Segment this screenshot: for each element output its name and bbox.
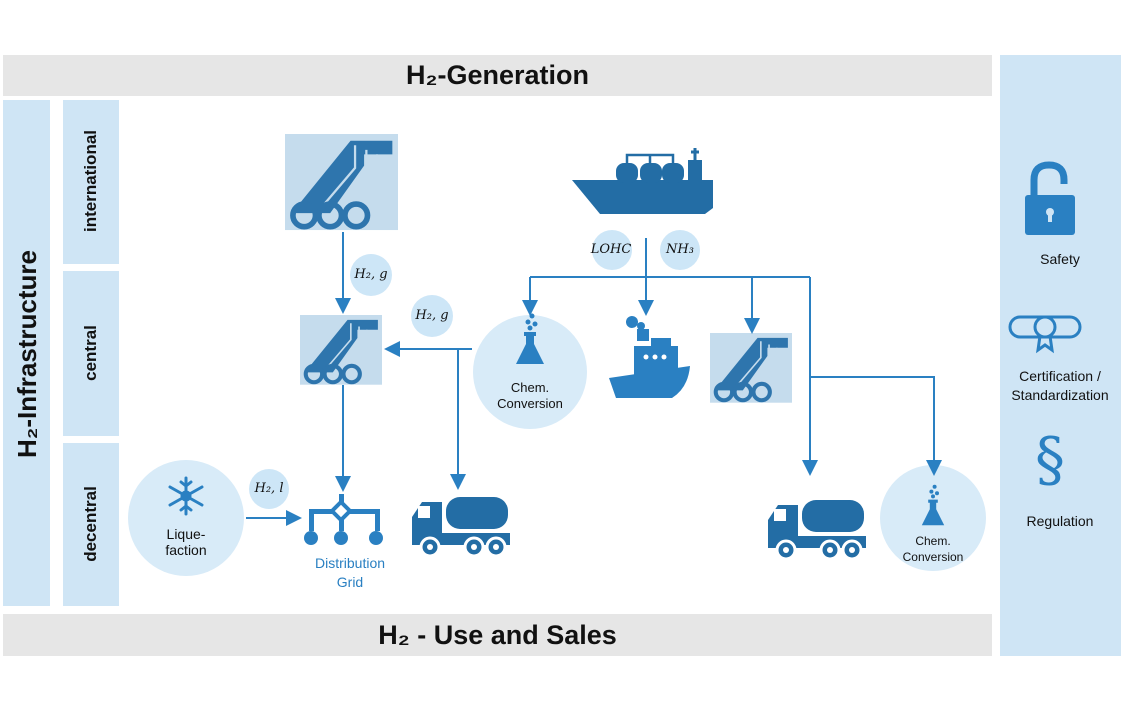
certificate-icon: [1008, 315, 1082, 354]
truck-icon-left: [410, 495, 512, 558]
bubble-h2g-2-label: H₂, g: [415, 308, 449, 323]
use-sales-footer: H₂ - Use and Sales: [3, 614, 992, 656]
flow-arrows: [246, 232, 942, 526]
bubble-nh3: [660, 230, 700, 270]
safety-label: Safety: [1040, 251, 1080, 267]
bubble-h2g-1: [350, 254, 392, 296]
bubble-lohc-label: LOHC: [590, 242, 632, 257]
row-central: [63, 271, 119, 436]
generation-header: H₂-Generation: [3, 55, 992, 96]
truck-icon-right: [766, 498, 868, 561]
certification-label: Certification / Standardization: [1011, 368, 1109, 403]
pipeline-icon-central-right: [710, 333, 792, 403]
section-sign-icon: §: [1035, 425, 1065, 495]
infrastructure-panel: [3, 100, 50, 606]
regulation-label: Regulation: [1026, 513, 1094, 529]
distribution-grid-icon: [304, 494, 383, 545]
pipeline-icon-central: [300, 315, 382, 385]
row-international: [63, 100, 119, 264]
bubble-h2g-1-label: H₂, g: [354, 267, 388, 282]
pipeline-icon-international: [285, 134, 398, 230]
bubble-lohc: [592, 230, 632, 270]
snowflake-icon: [168, 476, 204, 516]
chem-conversion-label: Chem. Conversion: [497, 380, 563, 411]
cross-cutting-panel: [1000, 55, 1121, 656]
row-decentral: [63, 443, 119, 606]
distribution-grid-label: Distribution Grid: [314, 555, 386, 590]
chem-conversion-label-right: Chem. Conversion: [902, 534, 964, 564]
bubble-nh3-label: NH₃: [666, 242, 694, 257]
chem-conversion-circle: [473, 315, 587, 429]
bubble-h2l-label: H₂, l: [254, 481, 284, 496]
bubble-h2g-2: [411, 295, 453, 337]
ship-icon: [609, 316, 690, 398]
liquefaction-circle: [128, 460, 244, 576]
liquefaction-label: Lique- faction: [165, 526, 207, 558]
tanker-ship-icon: [572, 148, 713, 214]
lock-icon: [1025, 161, 1075, 235]
bubble-h2l: [249, 469, 289, 509]
